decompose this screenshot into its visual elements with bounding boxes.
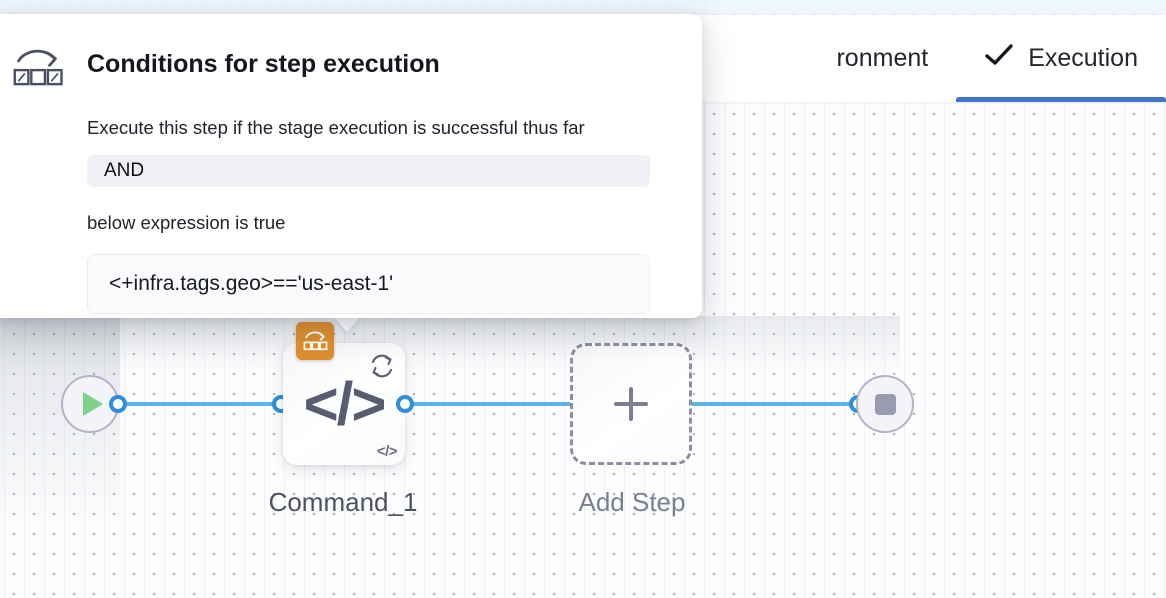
condition-expression-input[interactable]: <+infra.tags.geo>=='us-east-1' [87, 253, 650, 314]
condition-subtext: below expression is true [87, 211, 286, 233]
port-command-output[interactable] [396, 395, 414, 413]
popover-header: Conditions for step execution [10, 44, 672, 95]
tab-execution[interactable]: Execution [956, 15, 1166, 102]
tab-active-underline [956, 97, 1166, 102]
popover-title: Conditions for step execution [87, 50, 440, 78]
port-start-output[interactable] [109, 395, 127, 413]
code-glyph: </> [303, 370, 387, 438]
end-node[interactable] [856, 375, 914, 433]
popover-description: Execute this step if the stage execution… [87, 117, 585, 138]
tab-environment-label: ronment [836, 44, 929, 72]
stop-icon [874, 393, 896, 415]
plus-icon-vertical [629, 387, 633, 421]
add-step-node[interactable] [570, 343, 692, 465]
step-node-caption: Command_1 [268, 487, 418, 517]
step-type-code-icon: </> [376, 443, 398, 460]
step-node-command[interactable]: </> </> [283, 343, 405, 465]
play-icon [83, 392, 103, 416]
tab-environment[interactable]: ronment [808, 15, 956, 102]
conditional-execution-badge-icon[interactable] [296, 322, 334, 360]
tab-list: ronment Execution [808, 15, 1166, 102]
popover-arrow [334, 317, 360, 332]
popover-body: Execute this step if the stage execution… [10, 116, 672, 314]
conditional-execution-icon [10, 44, 67, 95]
loop-icon [365, 349, 399, 383]
tab-execution-label: Execution [1028, 44, 1138, 72]
step-conditions-popover: Conditions for step execution Execute th… [0, 14, 702, 318]
condition-operator-select[interactable]: AND [87, 154, 650, 187]
edge-start-to-command [118, 402, 288, 406]
add-step-caption: Add Step [578, 487, 686, 517]
check-icon [984, 43, 1014, 74]
